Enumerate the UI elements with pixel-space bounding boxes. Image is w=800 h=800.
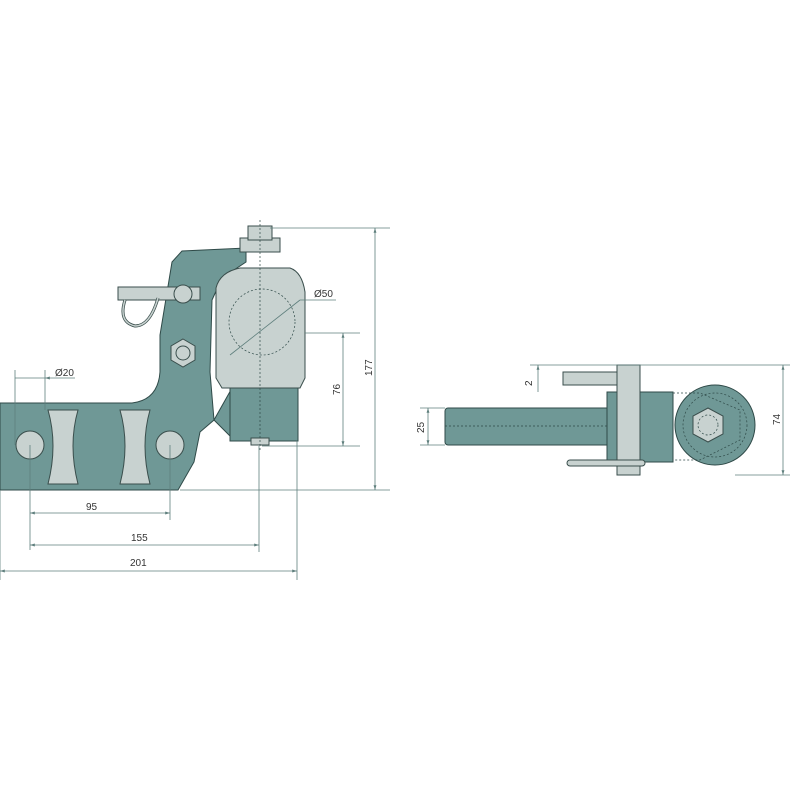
dim-ball-diameter: Ø50 <box>314 289 333 300</box>
dim-76: 76 <box>332 383 343 395</box>
ball-housing <box>215 267 306 389</box>
slot-left <box>47 409 79 485</box>
side-view <box>0 220 306 491</box>
dim-2: 2 <box>524 380 535 386</box>
dim-177: 177 <box>364 359 375 376</box>
vertical-bolt <box>616 364 641 476</box>
top-dimensions: 25 74 2 <box>416 364 790 476</box>
dim-201: 201 <box>130 558 147 569</box>
dim-155: 155 <box>131 533 148 544</box>
dim-hole-diameter: Ø20 <box>55 368 74 379</box>
dim-74: 74 <box>772 413 783 425</box>
dim-95: 95 <box>86 502 98 513</box>
top-view <box>444 364 756 476</box>
top-hex-nut <box>692 407 724 443</box>
bottom-pin <box>566 459 646 467</box>
pin-eye <box>173 284 193 304</box>
side-dimensions: 177 76 Ø50 Ø20 95 155 201 <box>0 227 390 580</box>
ball-outline <box>228 288 296 356</box>
dim-25: 25 <box>416 421 427 433</box>
slot-right <box>119 409 151 485</box>
lower-housing <box>229 384 299 442</box>
shank <box>444 407 611 446</box>
